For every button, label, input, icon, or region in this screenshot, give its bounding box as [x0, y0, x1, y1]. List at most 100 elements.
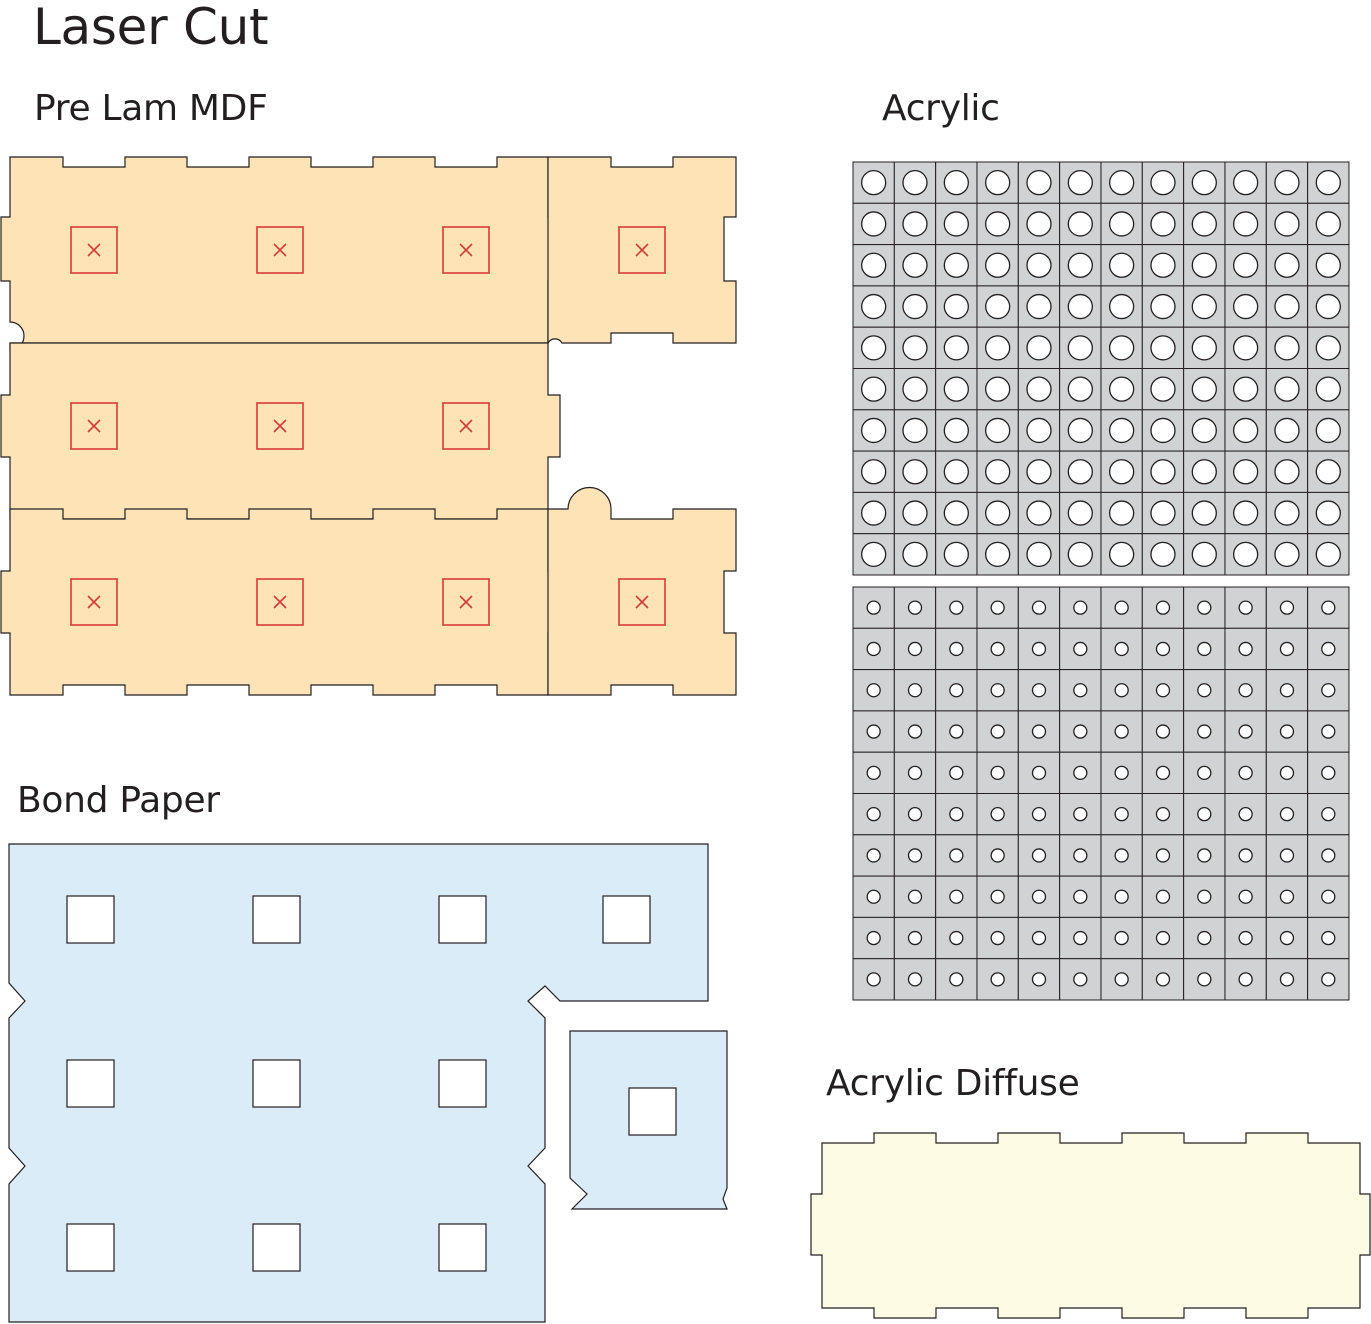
page-title: Laser Cut [33, 0, 269, 56]
acrylic-hole [1150, 541, 1176, 567]
acrylic-hole [1026, 211, 1052, 237]
acrylic-cell [1224, 875, 1267, 918]
acrylic-hole [1114, 889, 1129, 904]
acrylic-panel-small-holes [852, 586, 1350, 1001]
acrylic-hole [1108, 252, 1135, 278]
acrylic-hole [1067, 417, 1093, 444]
acrylic-hole [1191, 417, 1217, 444]
acrylic-hole [1191, 541, 1217, 567]
acrylic-hole [902, 293, 928, 320]
acrylic-hole [1108, 541, 1135, 567]
cut-mark-cross [635, 243, 649, 257]
acrylic-hole [1238, 807, 1253, 822]
bond-paper-square-hole [252, 1223, 301, 1272]
mdf-long-piece-top [0, 156, 561, 351]
acrylic-hole [1274, 541, 1300, 567]
acrylic-hole [866, 724, 881, 739]
acrylic-hole [907, 683, 923, 698]
acrylic-hole [1155, 724, 1171, 739]
bond-paper-square-hole [628, 1087, 677, 1136]
acrylic-hole [1274, 169, 1300, 196]
acrylic-hole [1197, 807, 1212, 822]
acrylic-hole [1155, 683, 1171, 698]
acrylic-hole [1279, 848, 1295, 863]
acrylic-hole [1031, 600, 1047, 615]
acrylic-hole [1108, 335, 1135, 361]
acrylic-hole [1155, 765, 1171, 780]
acrylic-hole [1232, 417, 1259, 444]
acrylic-hole [902, 500, 928, 526]
acrylic-hole [1232, 169, 1259, 196]
cut-mark-cross [87, 595, 101, 609]
cut-mark-box [618, 226, 666, 274]
acrylic-hole [902, 459, 928, 485]
acrylic-hole [866, 972, 881, 987]
acrylic-hole [1238, 765, 1253, 780]
acrylic-hole [907, 848, 923, 863]
acrylic-hole [1191, 335, 1217, 361]
acrylic-hole [1031, 889, 1047, 904]
acrylic-hole [1197, 889, 1212, 904]
acrylic-hole [985, 376, 1011, 402]
acrylic-hole [1150, 293, 1176, 320]
cut-mark-cross [273, 243, 287, 257]
acrylic-hole [985, 211, 1011, 237]
acrylic-hole [1150, 500, 1176, 526]
acrylic-hole [866, 807, 881, 822]
acrylic-hole [1067, 252, 1093, 278]
acrylic-hole [861, 169, 887, 196]
cut-mark-box [256, 578, 304, 626]
acrylic-hole [1274, 417, 1300, 444]
acrylic-hole [1279, 972, 1295, 987]
acrylic-hole [943, 169, 969, 196]
acrylic-hole [1108, 417, 1135, 444]
acrylic-hole [1321, 889, 1336, 904]
acrylic-hole [943, 376, 969, 402]
acrylic-hole [866, 930, 881, 946]
acrylic-hole [1238, 600, 1253, 615]
acrylic-hole [866, 765, 881, 780]
acrylic-hole [985, 293, 1011, 320]
acrylic-hole [1150, 252, 1176, 278]
acrylic-cell [1017, 533, 1061, 576]
cut-mark-cross [273, 419, 287, 433]
acrylic-hole [1031, 930, 1047, 946]
acrylic-hole [1114, 930, 1129, 946]
acrylic-hole [1279, 641, 1295, 657]
acrylic-hole [861, 417, 887, 444]
acrylic-hole [1232, 376, 1259, 402]
bond-paper-square-hole [66, 1059, 115, 1108]
acrylic-hole [943, 211, 969, 237]
acrylic-hole [1073, 724, 1088, 739]
acrylic-hole [1191, 376, 1217, 402]
acrylic-hole [943, 459, 969, 485]
acrylic-hole [1321, 683, 1336, 698]
acrylic-hole [1150, 211, 1176, 237]
acrylic-hole [949, 724, 964, 739]
acrylic-hole [1155, 889, 1171, 904]
acrylic-hole [1274, 211, 1300, 237]
acrylic-hole [1031, 641, 1047, 657]
acrylic-hole [1114, 972, 1129, 987]
acrylic-hole [1114, 765, 1129, 780]
acrylic-hole [1026, 417, 1052, 444]
acrylic-hole [1150, 169, 1176, 196]
acrylic-hole [1238, 848, 1253, 863]
acrylic-hole [1315, 335, 1341, 361]
cut-mark-cross [273, 595, 287, 609]
bond-paper-large-piece [8, 843, 709, 1323]
acrylic-hole [1067, 293, 1093, 320]
acrylic-hole [1108, 376, 1135, 402]
acrylic-hole [985, 500, 1011, 526]
acrylic-hole [1108, 293, 1135, 320]
acrylic-hole [1067, 169, 1093, 196]
acrylic-hole [902, 335, 928, 361]
acrylic-diffuse-pieces [810, 1132, 1371, 1319]
acrylic-hole [1155, 848, 1171, 863]
acrylic-hole [990, 972, 1005, 987]
acrylic-hole [1155, 600, 1171, 615]
acrylic-hole [1026, 541, 1052, 567]
acrylic-hole [985, 252, 1011, 278]
section-title-bond-paper: Bond Paper [17, 780, 220, 821]
acrylic-hole [1108, 500, 1135, 526]
